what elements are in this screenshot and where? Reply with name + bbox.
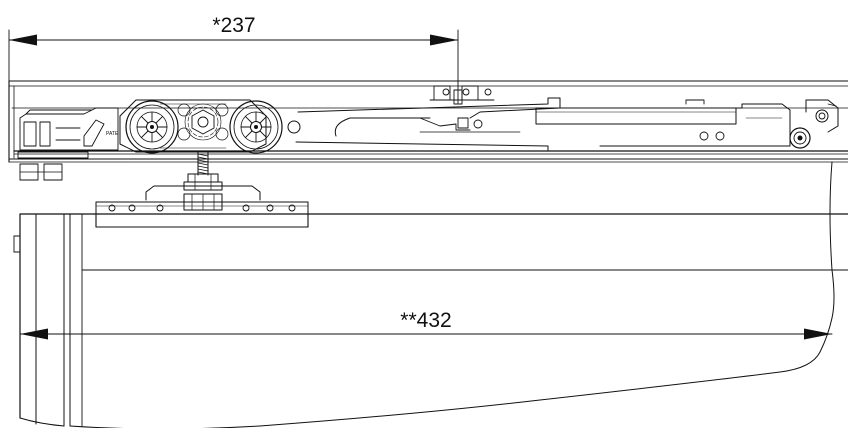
door-panel	[13, 161, 848, 428]
roller-mark: PATE	[106, 131, 119, 137]
damper-housing	[535, 99, 791, 147]
dimension-237: *237	[8, 14, 459, 111]
left-stopper: PATE	[17, 107, 119, 181]
dimension-top-label: *237	[212, 14, 255, 37]
roller-carriage	[119, 99, 267, 153]
center-connector	[429, 85, 495, 105]
hanger-plate	[95, 185, 309, 228]
soft-close-arm	[287, 97, 561, 151]
hanger-bolt	[183, 151, 223, 191]
dimension-432: **432	[19, 309, 833, 340]
wheel-left	[125, 100, 179, 154]
gear	[177, 103, 229, 141]
wheel-right	[229, 100, 283, 154]
dimension-bottom-label: **432	[400, 309, 451, 332]
right-end-stopper	[789, 99, 839, 149]
